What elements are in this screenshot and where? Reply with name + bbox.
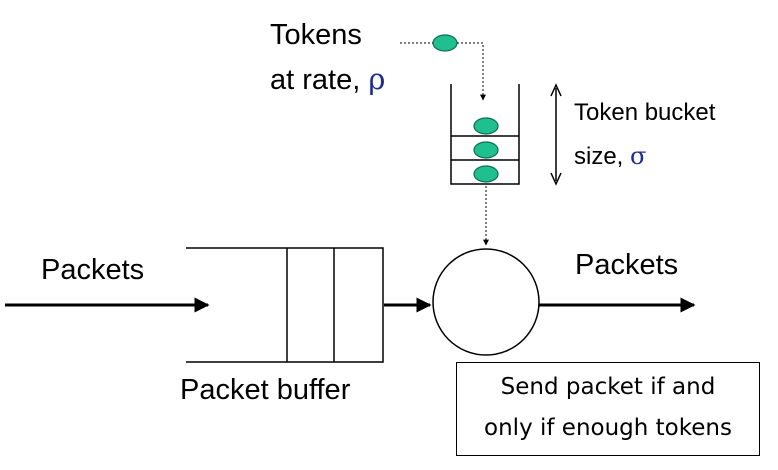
send-policy-line: only if enough tokens: [484, 415, 732, 441]
sender-server-circle: [432, 248, 540, 356]
token-rate-label: at rate, ρ: [270, 65, 385, 95]
outgoing-packets-label: Packets: [575, 249, 679, 281]
tokens-label: Tokens: [270, 19, 362, 51]
token-bucket: [450, 84, 520, 185]
bucket-size-label-text: size,: [574, 143, 631, 170]
bucket-size-indicator: [550, 83, 562, 186]
bucket-token: [473, 165, 499, 183]
packet-buffer-label: Packet buffer: [180, 374, 351, 406]
incoming-packets-label: Packets: [41, 254, 145, 286]
token-flow-dotted-line: [400, 42, 483, 100]
bucket-outline: [450, 84, 520, 185]
send-policy-box: Send packet if and only if enough tokens: [456, 362, 760, 456]
bucket-token: [473, 141, 499, 159]
bucket-token: [473, 117, 499, 135]
packet-buffer: [186, 247, 384, 363]
token-bucket-label: Token bucket: [574, 99, 716, 126]
rate-symbol: ρ: [368, 62, 386, 96]
buffer-outline: [186, 247, 384, 363]
bucket-size-symbol: σ: [630, 142, 647, 170]
incoming-token: [432, 34, 458, 52]
send-policy-line: Send packet if and: [500, 374, 716, 400]
bucket-size-label: size, σ: [574, 144, 646, 169]
token-rate-label-text: at rate,: [270, 64, 369, 96]
